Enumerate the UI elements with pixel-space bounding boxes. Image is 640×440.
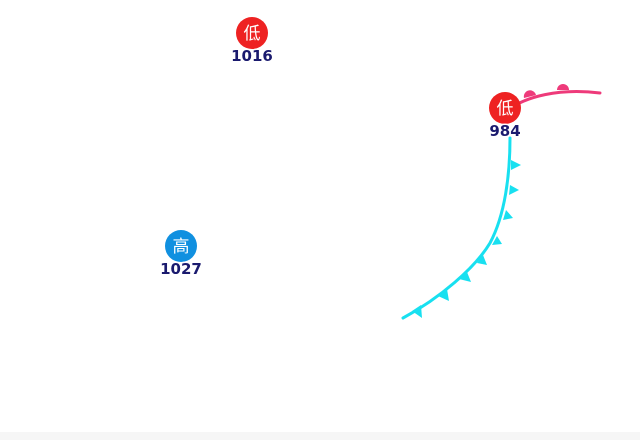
pressure-value-label: 1016 (231, 47, 273, 65)
low-pressure-marker (236, 17, 268, 49)
high-pressure-marker (165, 230, 197, 262)
pressure-value-label: 984 (489, 122, 520, 140)
cold-front-triangle (459, 272, 471, 282)
low-pressure-marker (489, 92, 521, 124)
warm-front-semicircle (557, 84, 569, 90)
low-pressure-center-984[interactable]: 低 984 (488, 92, 522, 142)
low-pressure-center-1016[interactable]: 低 1016 (230, 17, 274, 67)
cold-front-triangle (503, 210, 513, 220)
low-pressure-symbol: 低 (497, 99, 514, 119)
cold-front[interactable] (401, 136, 521, 320)
cold-front-triangle (412, 305, 422, 318)
warm-front-semicircle (523, 90, 536, 98)
cold-front-triangle (438, 289, 449, 301)
cold-front-triangle (492, 236, 502, 245)
cold-front-line (401, 136, 512, 320)
cold-front-triangle (477, 255, 487, 265)
high-pressure-center-1027[interactable]: 高 1027 (159, 230, 203, 280)
high-pressure-symbol: 高 (173, 237, 190, 257)
map-bottom-strip (0, 432, 640, 440)
cold-front-triangle (511, 160, 521, 170)
cold-front-triangle (509, 185, 519, 195)
pressure-value-label: 1027 (160, 260, 202, 278)
low-pressure-symbol: 低 (244, 24, 261, 44)
